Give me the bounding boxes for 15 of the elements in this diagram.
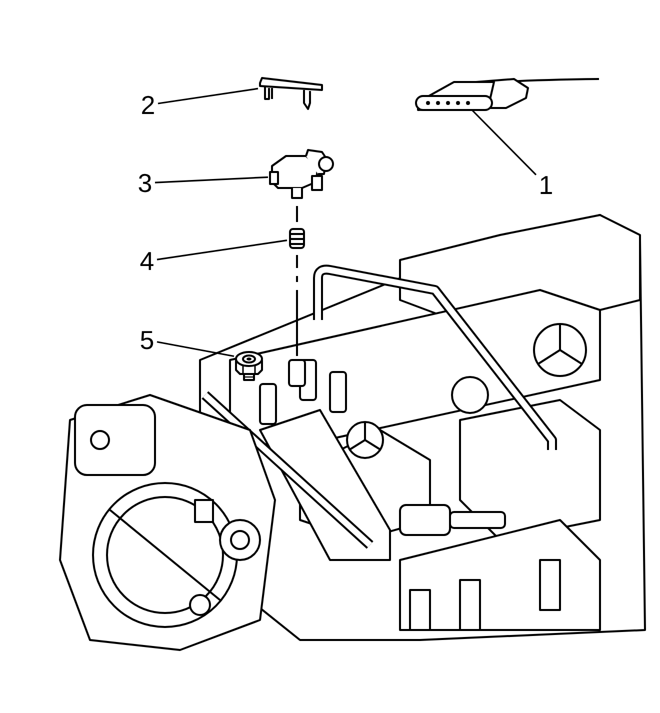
- callout-number: 5: [137, 327, 157, 353]
- leader-line: [471, 109, 537, 176]
- bolt-drawing: [234, 350, 264, 380]
- callout-number: 4: [137, 248, 157, 274]
- leader-line: [156, 240, 288, 260]
- electrical-connector-drawing: [414, 76, 600, 110]
- retainer-clip-drawing: [258, 77, 324, 113]
- callout-number: 1: [536, 172, 556, 198]
- leader-line: [156, 341, 234, 358]
- leader-line: [154, 176, 268, 184]
- callout-number: 3: [135, 170, 155, 196]
- callout-number: 2: [138, 92, 158, 118]
- seal-drawing: [287, 227, 307, 250]
- pressure-sensor-drawing: [268, 148, 334, 202]
- leader-line: [158, 88, 258, 104]
